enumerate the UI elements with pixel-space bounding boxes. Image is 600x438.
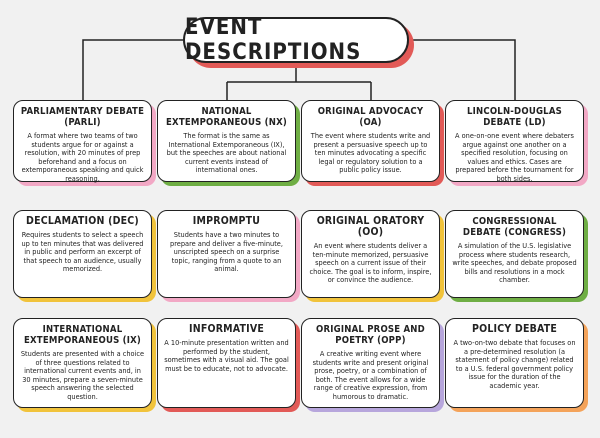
- card-description: Students have a two minutes to prepare a…: [170, 231, 283, 274]
- card-informative: INFORMATIVE A 10-minute presentation wri…: [157, 318, 300, 412]
- card-description: A creative writing event where students …: [312, 350, 429, 401]
- card-policy: POLICY DEBATE A two-on-two debate that f…: [445, 318, 588, 412]
- card-title: DECLAMATION (DEC): [26, 215, 139, 227]
- card-nx: NATIONAL EXTEMPORANEOUS (NX) The format …: [157, 100, 300, 186]
- card-ld: LINCOLN-DOUGLAS DEBATE (LD) A one-on-one…: [445, 100, 588, 186]
- card-description: The format is the same as International …: [166, 132, 287, 175]
- card-oa: ORIGINAL ADVOCACY (OA) The event where s…: [301, 100, 444, 186]
- card-title: INFORMATIVE: [189, 323, 264, 335]
- card-title: ORIGINAL ADVOCACY (OA): [317, 106, 424, 128]
- card-congress: CONGRESSIONAL DEBATE (CONGRESS) A simula…: [445, 210, 588, 302]
- card-title: ORIGINAL PROSE AND POETRY (OPP): [316, 324, 425, 346]
- card-title: NATIONAL EXTEMPORANEOUS (NX): [165, 106, 287, 128]
- card-description: Students are presented with a choice of …: [20, 350, 145, 401]
- card-parli: PARLIAMENTARY DEBATE (PARLI) A format wh…: [13, 100, 156, 186]
- card-description: A simulation of the U.S. legislative pro…: [452, 242, 577, 285]
- card-description: A 10-minute presentation written and per…: [164, 339, 289, 373]
- card-opp: ORIGINAL PROSE AND POETRY (OPP) A creati…: [301, 318, 444, 412]
- card-oo: ORIGINAL ORATORY (OO) An event where stu…: [301, 210, 444, 302]
- card-dec: DECLAMATION (DEC) Requires students to s…: [13, 210, 156, 302]
- card-title: POLICY DEBATE: [471, 323, 558, 335]
- card-title: IMPROMPTU: [192, 215, 261, 227]
- card-description: A format where two teams of two students…: [21, 132, 144, 183]
- card-title: CONGRESSIONAL DEBATE (CONGRESS): [462, 216, 567, 238]
- card-title: INTERNATIONAL EXTEMPORANEOUS (IX): [23, 324, 142, 346]
- card-description: An event where students deliver a ten-mi…: [309, 242, 432, 285]
- card-title: LINCOLN-DOUGLAS DEBATE (LD): [467, 106, 562, 128]
- card-description: Requires students to select a speech up …: [21, 231, 144, 274]
- title-banner: EVENT DESCRIPTIONS: [183, 15, 414, 68]
- title-box: EVENT DESCRIPTIONS: [183, 15, 409, 65]
- card-description: A two-on-two debate that focuses on a pr…: [453, 339, 576, 390]
- card-description: The event where students write and prese…: [310, 132, 431, 175]
- page-title: EVENT DESCRIPTIONS: [185, 15, 362, 65]
- card-ix: INTERNATIONAL EXTEMPORANEOUS (IX) Studen…: [13, 318, 156, 412]
- card-title: PARLIAMENTARY DEBATE (PARLI): [20, 106, 145, 128]
- card-description: A one-on-one event where debaters argue …: [455, 132, 574, 183]
- card-impromptu: IMPROMPTU Students have a two minutes to…: [157, 210, 300, 302]
- card-title: ORIGINAL ORATORY (OO): [316, 215, 425, 238]
